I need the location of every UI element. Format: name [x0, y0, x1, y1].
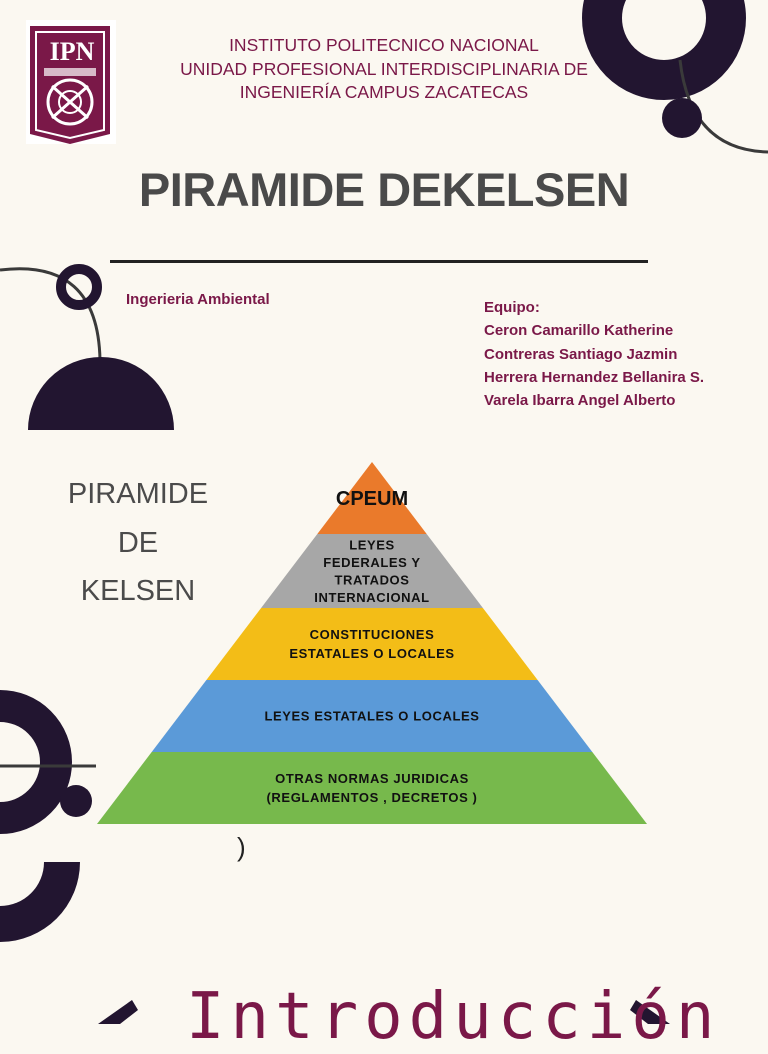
- team-member: Herrera Hernandez Bellanira S.: [484, 368, 705, 386]
- header-line-2: UNIDAD PROFESIONAL INTERDISCIPLINARIA DE: [180, 58, 588, 79]
- pyramid-level-5: [97, 752, 647, 824]
- pyramid-title-line: PIRAMIDE: [67, 478, 209, 510]
- pyramid-level-4: [151, 680, 593, 752]
- page-title: PIRAMIDE DEKELSEN: [138, 163, 630, 216]
- section-heading: Introducción: [186, 980, 721, 1054]
- deco-dot-top-right: [662, 98, 702, 138]
- deco-ring-left-bottom-inner: [0, 862, 44, 906]
- pyramid-level-3: [206, 608, 538, 680]
- deco-curve-top-right: [678, 59, 768, 154]
- deco-dot-left: [60, 785, 92, 817]
- ipn-logo: IPN: [26, 20, 116, 144]
- pyramid-title-line: KELSEN: [80, 575, 196, 607]
- stray-mark: ): [237, 832, 246, 862]
- team-member: Contreras Santiago Jazmin: [484, 345, 678, 363]
- deco-half-circle-left: [28, 357, 174, 430]
- pyramid-level-label: TRATADOS: [334, 572, 409, 587]
- institution-header: INSTITUTO POLITECNICO NACIONAL UNIDAD PR…: [130, 34, 638, 105]
- pyramid-level-1: [317, 462, 427, 534]
- team-member: Ceron Camarillo Katherine: [484, 322, 674, 340]
- pyramid-level-label: CPEUM: [336, 488, 408, 510]
- pyramid-level-label: ESTATALES O LOCALES: [289, 646, 454, 661]
- deco-arrow-right: [630, 1000, 670, 1024]
- pyramid-level-label: LEYES: [349, 537, 395, 552]
- deco-ring-left: [56, 264, 102, 310]
- kelsen-pyramid: CPEUM LEYES FEDERALES Y TRATADOS INTERNACION…: [97, 462, 647, 824]
- pyramid-title-line: DE: [117, 526, 159, 559]
- deco-ring-left-middle: [0, 690, 72, 834]
- team-member: Varela Ibarra Angel Alberto: [484, 392, 676, 410]
- deco-curve-left: [0, 267, 102, 361]
- pyramid-level-label: CONSTITUCIONES: [310, 627, 435, 642]
- team-label: Equipo:: [484, 299, 540, 316]
- pyramid-title: PIRAMIDE DE KELSEN: [52, 470, 224, 616]
- title-divider: [110, 260, 648, 263]
- pyramid-level-label: (REGLAMENTOS , DECRETOS ): [267, 790, 478, 805]
- pyramid-level-label: FEDERALES Y: [323, 555, 420, 570]
- pyramid-level-label: OTRAS NORMAS JURIDICAS: [275, 771, 469, 786]
- pyramid-level-label: INTERNACIONAL: [314, 590, 429, 605]
- pyramid-level-label: LEYES ESTATALES O LOCALES: [264, 709, 479, 724]
- header-line-1: INSTITUTO POLITECNICO NACIONAL: [229, 35, 539, 55]
- logo-text: IPN: [50, 37, 95, 66]
- decorative-shapes: [0, 0, 768, 1024]
- team-block: Equipo: Ceron Camarillo Katherine Contre…: [484, 296, 704, 412]
- deco-arrow-left: [98, 1000, 138, 1024]
- deco-ring-top-right: [582, 0, 746, 100]
- pyramid-level-2: [261, 534, 483, 608]
- career-label: Ingerieria Ambiental: [126, 291, 270, 308]
- header-line-3: INGENIERÍA CAMPUS ZACATECAS: [239, 82, 529, 102]
